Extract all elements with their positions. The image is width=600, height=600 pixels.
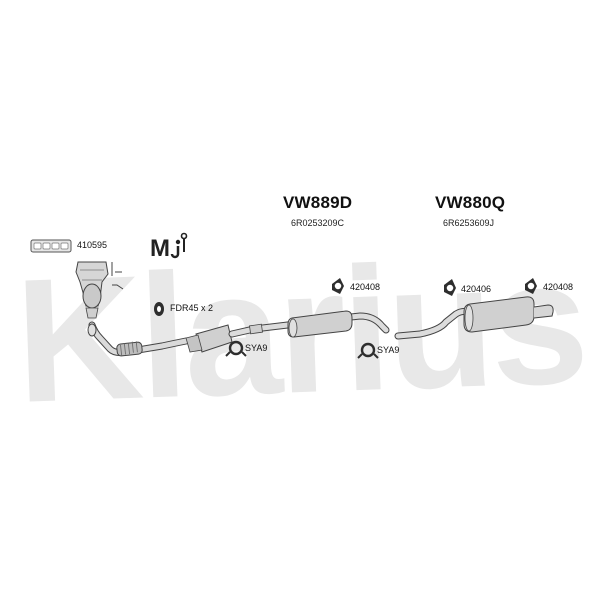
part-label-mount-2: 420406 [461, 284, 492, 294]
rubber-mount-icon-1 [332, 278, 344, 294]
assembly-code-vw889d: VW889D [283, 193, 353, 212]
rubber-mount-icon-3 [525, 278, 537, 294]
exhaust-system-icon [87, 296, 554, 357]
svg-text:M: M [150, 235, 170, 262]
clamp-icon-1 [225, 340, 247, 357]
part-label-clamp-1: SYA9 [245, 343, 268, 353]
assembly-code-vw880q: VW880Q [435, 193, 506, 212]
manifold-gasket-icon [30, 239, 72, 253]
part-label-gasket-set: 410595 [77, 240, 108, 250]
assembly-part-no-vw880q: 6R6253609J [443, 218, 495, 228]
part-label-mount-1: 420408 [350, 282, 381, 292]
assembly-part-no-vw889d: 6R0253209C [291, 218, 345, 228]
flange-gasket-icon [154, 302, 164, 316]
mounting-kit-icon: M [150, 232, 188, 262]
clamp-icon-2 [357, 342, 379, 359]
part-label-mount-3: 420408 [543, 282, 574, 292]
exhaust-manifold-icon [75, 261, 124, 319]
part-label-clamp-2: SYA9 [377, 345, 400, 355]
part-label-flange-kit: FDR45 x 2 [170, 303, 214, 313]
rubber-mount-icon-2 [444, 279, 456, 296]
